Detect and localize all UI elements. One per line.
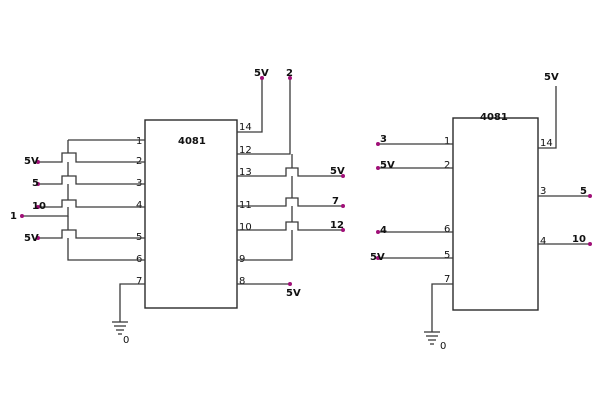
right-chip-pin-1: 1 <box>444 136 450 147</box>
right-top-label-5v: 5V <box>544 72 559 83</box>
right-input-label-3: 3 <box>380 134 387 145</box>
right-output-label-5: 5 <box>580 186 587 197</box>
right-chip-pin-2: 2 <box>444 160 450 171</box>
left-top-label-5v: 5V <box>254 68 269 79</box>
wire-pin9 <box>237 230 293 261</box>
right-wire-pin7-ground <box>431 283 453 332</box>
left-input-dot-3 <box>36 205 40 209</box>
left-output-wiring <box>237 78 343 285</box>
wire-pin6 <box>67 238 145 261</box>
left-input-dot-2 <box>36 182 40 186</box>
left-chip-pin-7: 7 <box>136 276 142 287</box>
wire-pin2 <box>38 152 145 163</box>
left-input-label-5: 5 <box>32 178 39 189</box>
left-chip-pin-12: 12 <box>239 145 252 156</box>
wire-pin5 <box>38 229 145 239</box>
right-chip-pin-14: 14 <box>540 138 553 149</box>
left-input-label-5v-b: 5V <box>24 233 39 244</box>
left-input-label-1: 1 <box>10 211 17 222</box>
right-chip-pin-6: 6 <box>444 224 450 235</box>
wire-pin12 <box>237 78 291 155</box>
wire-pin13 <box>237 167 343 177</box>
left-chip-pin-13: 13 <box>239 167 252 178</box>
left-input-wiring <box>22 139 145 322</box>
right-input-label-4: 4 <box>380 225 387 236</box>
right-input-dot-3 <box>376 230 380 234</box>
left-ground-label: 0 <box>123 335 129 346</box>
left-input-label-10: 10 <box>32 201 46 212</box>
left-chip-pin-8: 8 <box>239 276 245 287</box>
right-input-label-5v-b: 5V <box>370 252 385 263</box>
left-output-label-12: 12 <box>330 220 344 231</box>
left-circuit: 4081 1 2 3 4 5 6 7 14 12 13 11 10 9 8 <box>10 68 345 346</box>
left-output-label-5v: 5V <box>330 166 345 177</box>
right-input-dot-2 <box>376 166 380 170</box>
wire-pin3 <box>38 175 145 185</box>
left-chip-pin-14: 14 <box>239 122 252 133</box>
right-input-dot-4 <box>376 256 380 260</box>
right-input-dot-1 <box>376 142 380 146</box>
wire-pin4 <box>38 199 145 208</box>
right-output-dot-2 <box>588 242 592 246</box>
right-output-dot-1 <box>588 194 592 198</box>
right-wire-pin14 <box>538 86 557 149</box>
wire-pin11 <box>237 197 343 207</box>
right-chip-pin-7: 7 <box>444 274 450 285</box>
left-input-dot-5 <box>36 236 40 240</box>
right-chip-body <box>452 117 539 311</box>
left-input-dot-1 <box>36 160 40 164</box>
wire-pin14 <box>237 78 263 133</box>
left-chip-pin-4: 4 <box>136 200 142 211</box>
left-output-dot-1 <box>341 174 345 178</box>
right-ground-label: 0 <box>440 341 446 352</box>
left-chip-body <box>144 119 238 309</box>
right-chip-pin-4: 4 <box>540 236 546 247</box>
left-top-dot-2 <box>288 76 292 80</box>
left-chip-name: 4081 <box>178 136 206 147</box>
wire-pin7-ground <box>119 283 145 322</box>
right-input-label-5v: 5V <box>380 160 395 171</box>
left-ground-icon <box>112 321 128 335</box>
left-pin8-dot <box>288 282 292 286</box>
wire-pin10 <box>237 221 343 231</box>
left-output-label-7: 7 <box>332 196 339 207</box>
left-chip-pin-10: 10 <box>239 222 252 233</box>
left-output-dot-2 <box>341 204 345 208</box>
left-chip-pin-1: 1 <box>136 136 142 147</box>
left-input-label-5v-a: 5V <box>24 156 39 167</box>
left-output-dot-3 <box>341 228 345 232</box>
right-chip-pin-5: 5 <box>444 250 450 261</box>
right-circuit: 4081 1 2 6 5 7 14 3 4 3 5V 4 5V 0 <box>370 72 592 352</box>
left-top-dot-5v <box>260 76 264 80</box>
right-ground-icon <box>424 331 440 345</box>
right-chip-name: 4081 <box>480 112 508 123</box>
left-input-dot-4 <box>20 214 24 218</box>
left-top-label-2: 2 <box>286 68 293 79</box>
left-pin8-label-5v: 5V <box>286 288 301 299</box>
right-chip-pin-3: 3 <box>540 186 546 197</box>
right-output-label-10: 10 <box>572 234 586 245</box>
